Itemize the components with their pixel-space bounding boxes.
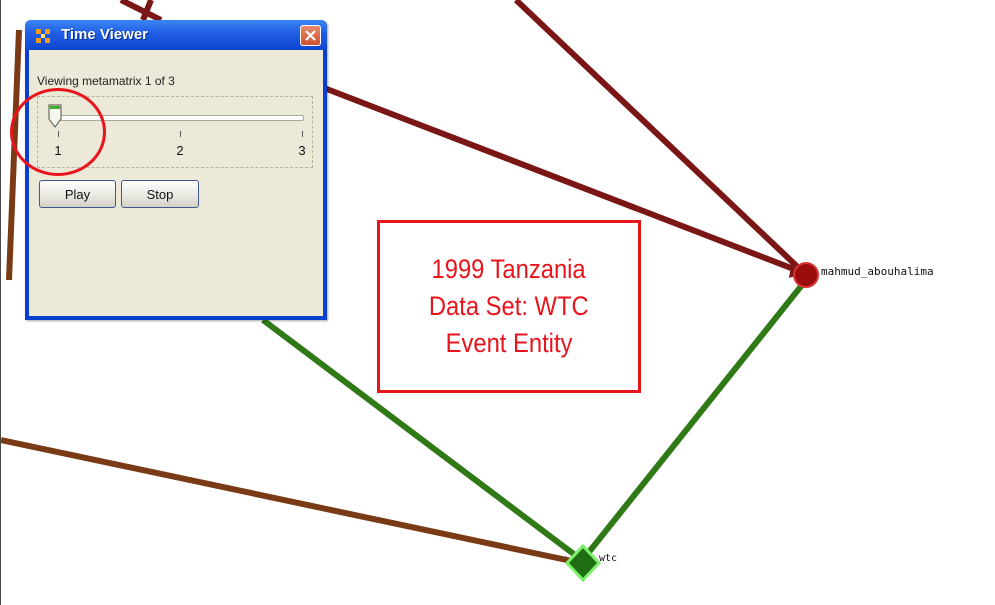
edge-brown-left-vertical	[6, 29, 22, 281]
status-text: Viewing metamatrix 1 of 3	[37, 74, 175, 88]
edge-maroon-topleft-2	[140, 0, 154, 22]
slider-tick-3	[302, 131, 303, 137]
annotation-highlight-circle	[10, 88, 106, 176]
edge-brown-bottom	[1, 437, 582, 566]
stop-button[interactable]: Stop	[121, 180, 199, 208]
window-title: Time Viewer	[61, 26, 148, 43]
edge-green-left	[261, 317, 581, 561]
annotation-line-3: Event Entity	[445, 328, 573, 358]
slider-tick-label-3: 3	[298, 143, 306, 158]
annotation-line-2: Data Set: WTC	[429, 291, 589, 321]
edge-green-right	[586, 278, 809, 554]
annotation-line-1: 1999 Tanzania	[431, 254, 587, 284]
node-mahmud-abouhalima[interactable]	[793, 262, 819, 288]
window-titlebar[interactable]: Time Viewer	[25, 20, 327, 50]
node-wtc[interactable]	[564, 543, 602, 583]
time-viewer-window: Time Viewer Viewing metamatrix 1 of 3 1 …	[25, 20, 327, 320]
grid-dots-icon	[36, 29, 50, 43]
slider-tick-label-2: 2	[176, 143, 184, 158]
close-button[interactable]	[300, 25, 321, 46]
play-button[interactable]: Play	[39, 180, 116, 208]
close-icon	[305, 30, 316, 41]
edge-maroon-top	[513, 0, 807, 276]
annotation-callout: 1999 Tanzania Data Set: WTC Event Entity	[377, 220, 641, 393]
node-label-mahmud-abouhalima: mahmud_abouhalima	[821, 265, 934, 278]
edge-maroon-window	[317, 83, 806, 276]
node-label-wtc: wtc	[599, 553, 618, 564]
slider-tick-2	[180, 131, 181, 137]
edge-maroon-topleft	[119, 0, 163, 23]
